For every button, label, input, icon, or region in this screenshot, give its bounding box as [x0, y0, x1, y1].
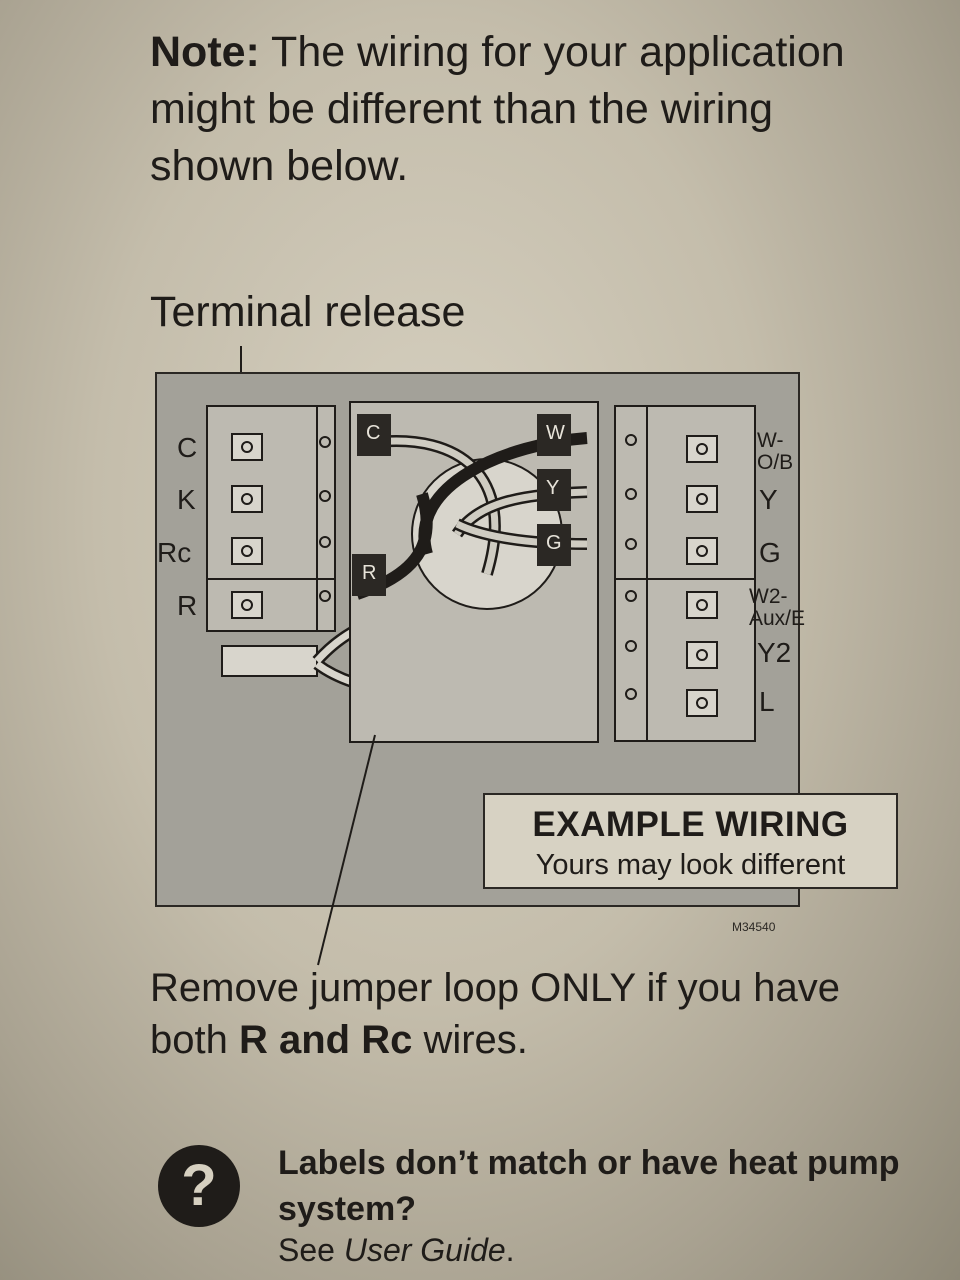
help-see: See	[278, 1232, 344, 1268]
terminal-label-l: L	[759, 686, 775, 717]
help-period: .	[505, 1232, 515, 1268]
jumper-note-prefix: Remove jumper loop ONLY if you have both	[150, 966, 840, 1062]
terminal-label-g: G	[759, 537, 781, 568]
terminal-label-r: R	[177, 590, 198, 621]
terminal-label-rc: Rc	[157, 537, 192, 568]
terminal-label-k: K	[177, 484, 196, 515]
wiring-diagram-graphic	[206, 401, 756, 743]
wiring-diagram: C K Rc R C W Y G R W- O/B Y G W2- Aux/E …	[155, 372, 805, 907]
user-guide-link[interactable]: User Guide	[343, 1232, 506, 1268]
terminal-label-w-ob: W- O/B	[757, 429, 794, 474]
terminal-label-c: C	[177, 432, 198, 463]
help-question: Labels don’t match or have heat pump sys…	[278, 1144, 900, 1228]
terminal-label-w2: W2- Aux/E	[749, 585, 806, 630]
note-paragraph: Note: The wiring for your application mi…	[150, 24, 870, 195]
question-icon: ?	[158, 1145, 240, 1227]
example-wiring-box: EXAMPLE WIRING Yours may look different	[483, 793, 898, 889]
wire-tag-c: C	[366, 422, 381, 444]
example-wiring-subtitle: Yours may look different	[535, 849, 846, 881]
jumper-note-suffix: wires.	[412, 1018, 528, 1062]
jumper-note: Remove jumper loop ONLY if you have both…	[150, 962, 850, 1066]
help-see-guide: See User Guide.	[278, 1232, 515, 1269]
example-wiring-title: EXAMPLE WIRING	[532, 805, 849, 844]
note-prefix: Note:	[150, 28, 260, 76]
wire-tag-w: W	[546, 422, 565, 444]
wire-tag-r: R	[362, 562, 377, 584]
terminal-label-y2: Y2	[757, 637, 792, 668]
wire-tag-y: Y	[546, 477, 560, 499]
terminal-label-y: Y	[759, 484, 778, 515]
note-text: The wiring for your application might be…	[150, 28, 845, 190]
figure-code: M34540	[732, 920, 776, 934]
jumper-note-bold: R and Rc	[238, 1018, 413, 1062]
wire-tag-g: G	[546, 532, 562, 554]
terminal-release-label: Terminal release	[150, 288, 466, 336]
